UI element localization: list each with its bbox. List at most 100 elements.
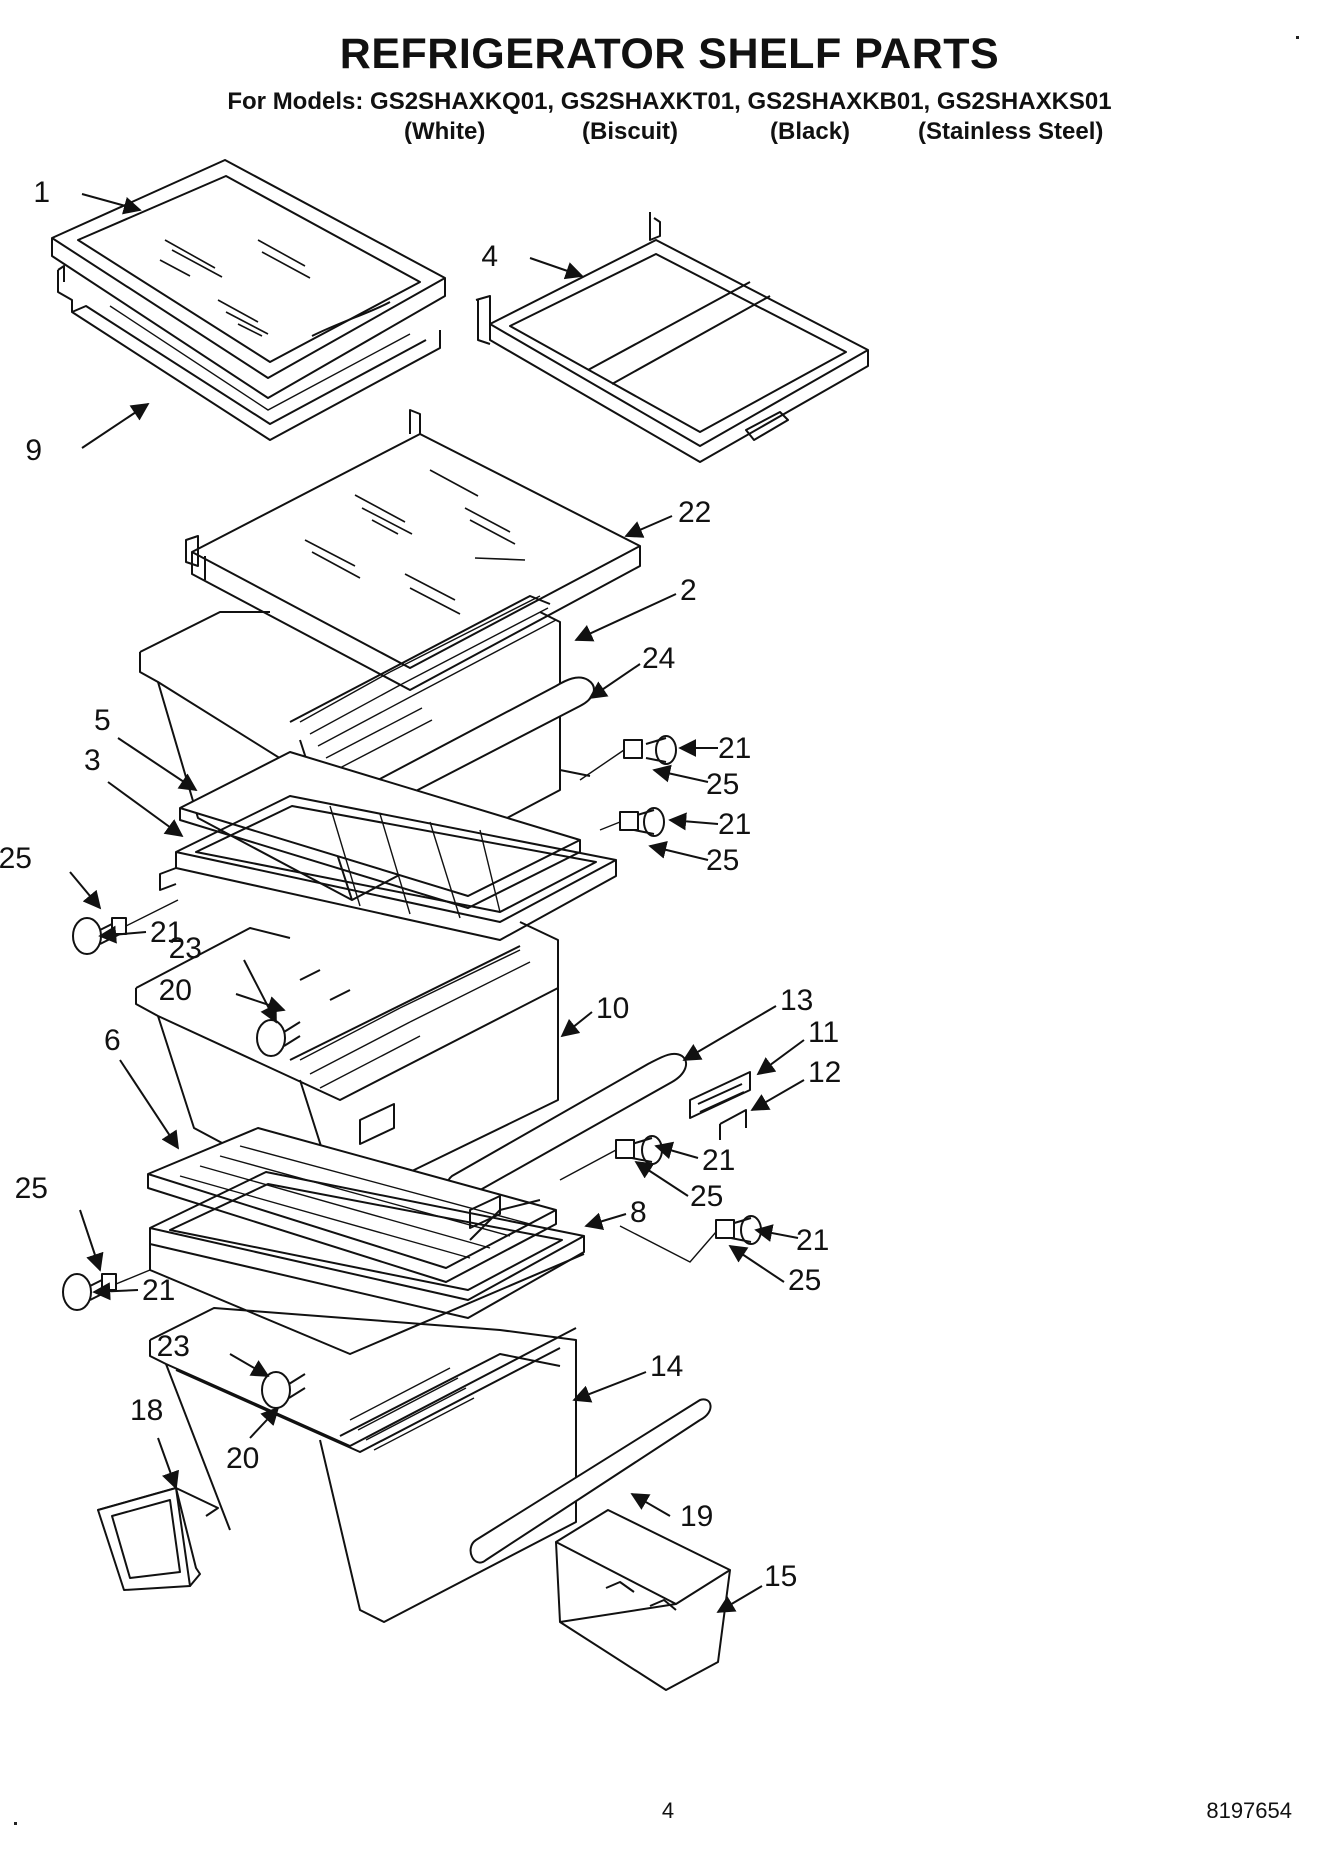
drawer-handle-part-13 <box>445 1052 688 1201</box>
callout-leader-12 <box>750 1079 805 1111</box>
callout-label-21: 21 <box>718 808 751 841</box>
callout-leader-25 <box>69 871 102 910</box>
glass-shelf-part-22 <box>185 409 641 691</box>
callout-leader-25 <box>652 764 709 783</box>
callout-leader-24 <box>588 663 641 700</box>
callout-label-18: 18 <box>130 1394 163 1427</box>
callout-label-21: 21 <box>142 1274 175 1307</box>
callout-label-19: 19 <box>680 1500 713 1533</box>
model-list: For Models: GS2SHAXKQ01, GS2SHAXKT01, GS… <box>227 88 1112 115</box>
color-label-white: (White) <box>404 118 486 145</box>
callout-leader-23 <box>243 959 277 1024</box>
axle-bushing-1 <box>623 739 643 759</box>
clip-part-12 <box>719 1109 747 1140</box>
glass-shelf-part-1 <box>51 159 446 399</box>
callout-label-6: 6 <box>104 1024 121 1057</box>
callout-label-8: 8 <box>630 1196 647 1229</box>
roller-wheel-5 <box>631 1135 663 1165</box>
callout-label-25: 25 <box>0 842 32 875</box>
color-label-biscuit: (Biscuit) <box>582 118 678 145</box>
callout-leader-4 <box>529 257 584 280</box>
callout-leader-3 <box>107 781 184 838</box>
callout-leader-14 <box>572 1371 647 1403</box>
page-title: REFRIGERATOR SHELF PARTS <box>339 30 1000 78</box>
callout-leader-25 <box>634 1161 689 1197</box>
axle-bushing-5 <box>715 1219 735 1239</box>
drawer-trim-part-19 <box>469 1398 712 1564</box>
callout-leader-15 <box>716 1585 763 1613</box>
callout-leader-5 <box>117 737 198 791</box>
callout-label-25: 25 <box>788 1264 821 1297</box>
callout-leader-21 <box>98 925 147 944</box>
crisper-cover-frame-part-4 <box>475 212 869 463</box>
callout-leader-21 <box>654 1141 699 1160</box>
callout-leader-1 <box>81 193 142 215</box>
axle-bushings <box>101 739 735 1291</box>
callout-leader-21 <box>754 1224 799 1242</box>
callout-label-22: 22 <box>678 496 711 529</box>
callout-leader-20 <box>249 1406 280 1439</box>
callout-label-20: 20 <box>159 974 192 1007</box>
callout-label-15: 15 <box>764 1560 797 1593</box>
storage-bin-part-15 <box>555 1509 731 1691</box>
callout-label-12: 12 <box>808 1056 841 1089</box>
label-card-part-18 <box>97 1487 219 1591</box>
callout-label-9: 9 <box>25 434 42 467</box>
callout-leader-10 <box>560 1011 593 1038</box>
scan-speck <box>14 1822 17 1825</box>
color-label-stainless: (Stainless Steel) <box>918 118 1104 145</box>
shelf-glass-part-5 <box>179 751 581 909</box>
callout-label-25: 25 <box>706 844 739 877</box>
color-label-black: (Black) <box>770 118 851 145</box>
callout-leader-20 <box>235 993 286 1014</box>
page-number: 4 <box>662 1798 674 1823</box>
callout-label-25: 25 <box>706 768 739 801</box>
shelf-glass-part-6 <box>147 1127 557 1283</box>
axle-bushing-2 <box>619 811 639 831</box>
scan-speck <box>1296 36 1299 39</box>
callout-leader-11 <box>756 1039 805 1076</box>
document-number: 8197654 <box>1206 1798 1292 1823</box>
callout-label-5: 5 <box>94 704 111 737</box>
callout-label-1: 1 <box>33 176 50 209</box>
callout-label-21: 21 <box>702 1144 735 1177</box>
callout-leader-22 <box>624 515 673 538</box>
crisper-drawer-part-14 <box>149 1307 577 1623</box>
callout-label-13: 13 <box>780 984 813 1017</box>
callout-leader-19 <box>630 1493 671 1517</box>
callout-leader-23 <box>229 1353 270 1377</box>
callout-leader-6 <box>119 1059 179 1150</box>
roller-wheel-4 <box>256 1019 301 1057</box>
callout-label-21: 21 <box>796 1224 829 1257</box>
callout-label-20: 20 <box>226 1442 259 1475</box>
axle-bushing-3 <box>111 917 127 935</box>
latch-part-11 <box>689 1071 751 1119</box>
callout-label-2: 2 <box>680 574 697 607</box>
callout-leader-25 <box>648 841 709 861</box>
callout-label-3: 3 <box>84 744 101 777</box>
callout-label-11: 11 <box>808 1016 839 1049</box>
callout-leader-18 <box>157 1437 179 1490</box>
roller-wheel-1 <box>645 735 677 765</box>
callout-label-21: 21 <box>150 916 183 949</box>
roller-wheel-8 <box>261 1371 306 1409</box>
callout-leader-9 <box>81 403 150 449</box>
callout-leader-21 <box>92 1282 139 1301</box>
callout-label-21: 21 <box>718 732 751 765</box>
callout-label-25: 25 <box>690 1180 723 1213</box>
callout-label-14: 14 <box>650 1350 683 1383</box>
callout-label-25: 25 <box>15 1172 48 1205</box>
callout-leader-25 <box>79 1209 104 1272</box>
axle-bushing-4 <box>615 1139 635 1159</box>
callout-label-4: 4 <box>481 240 498 273</box>
callout-leader-2 <box>574 593 677 642</box>
callout-label-23: 23 <box>157 1330 190 1363</box>
callout-leader-8 <box>584 1212 627 1230</box>
callout-label-24: 24 <box>642 642 675 675</box>
shelf-frame-part-8 <box>149 1171 585 1355</box>
callout-leader-21 <box>668 812 719 831</box>
callout-leader-25 <box>728 1245 785 1283</box>
connector-lines <box>115 749 717 1285</box>
